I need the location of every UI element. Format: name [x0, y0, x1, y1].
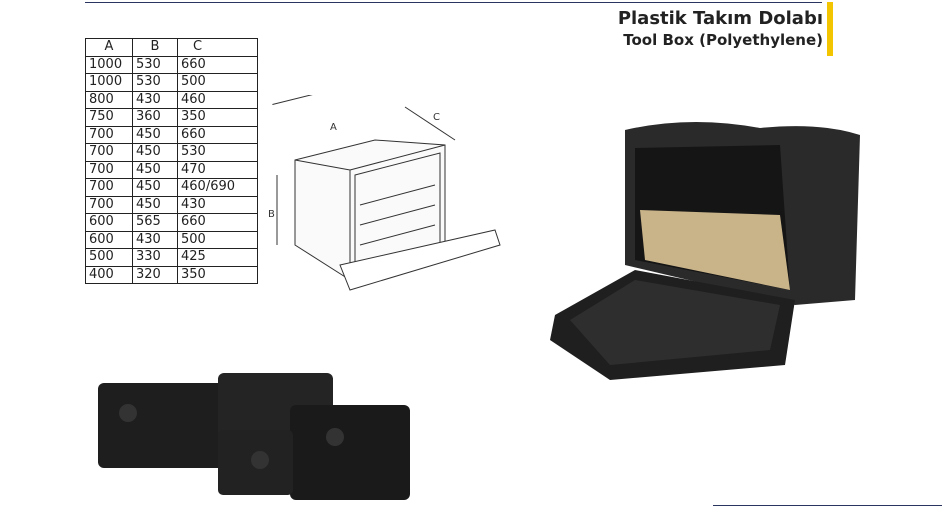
table-cell: 660: [177, 125, 258, 144]
table-cell: 660: [177, 55, 258, 74]
column-header-c: C: [177, 38, 258, 57]
table-cell: 565: [132, 213, 178, 232]
table-cell: 500: [177, 73, 258, 92]
table-cell: 500: [85, 248, 133, 267]
table-cell: 320: [132, 265, 178, 284]
table-cell: 460/690: [177, 178, 258, 197]
table-cell: 500: [177, 230, 258, 249]
label-c: C: [433, 112, 440, 123]
label-a: A: [330, 122, 337, 133]
table-cell: 1000: [85, 73, 133, 92]
table-cell: 530: [177, 143, 258, 162]
table-cell: 460: [177, 90, 258, 109]
table-cell: 450: [132, 125, 178, 144]
table-cell: 450: [132, 178, 178, 197]
table-cell: 450: [132, 160, 178, 179]
table-cell: 660: [177, 213, 258, 232]
page-title: Plastik Takım Dolabı Tool Box (Polyethyl…: [618, 8, 823, 50]
table-cell: 600: [85, 213, 133, 232]
table-cell: 330: [132, 248, 178, 267]
table-cell: 430: [132, 230, 178, 249]
table-cell: 700: [85, 178, 133, 197]
table-cell: 350: [177, 265, 258, 284]
label-b: B: [268, 209, 275, 220]
table-cell: 400: [85, 265, 133, 284]
table-cell: 450: [132, 195, 178, 214]
title-english: Tool Box (Polyethylene): [623, 31, 823, 49]
open-toolbox-photo: [550, 121, 860, 380]
table-cell: 530: [132, 73, 178, 92]
table-cell: 450: [132, 143, 178, 162]
title-turkish: Plastik Takım Dolabı: [617, 8, 823, 29]
table-cell: 470: [177, 160, 258, 179]
table-cell: 750: [85, 108, 133, 127]
table-cell: 1000: [85, 55, 133, 74]
accent-bar: [827, 2, 833, 56]
table-cell: 700: [85, 195, 133, 214]
dimension-diagram: A C B: [268, 95, 501, 291]
table-cell: 700: [85, 125, 133, 144]
table-cell: 425: [177, 248, 258, 267]
column-header-b: B: [132, 38, 178, 57]
table-cell: 800: [85, 90, 133, 109]
top-rule: [85, 2, 822, 3]
table-cell: 430: [132, 90, 178, 109]
table-cell: 700: [85, 143, 133, 162]
table-cell: 430: [177, 195, 258, 214]
bottom-rule: [713, 505, 942, 506]
table-cell: 350: [177, 108, 258, 127]
table-cell: 360: [132, 108, 178, 127]
table-cell: 700: [85, 160, 133, 179]
table-cell: 530: [132, 55, 178, 74]
column-header-a: A: [85, 38, 133, 57]
toolbox-group-photo: [98, 373, 410, 500]
table-cell: 600: [85, 230, 133, 249]
